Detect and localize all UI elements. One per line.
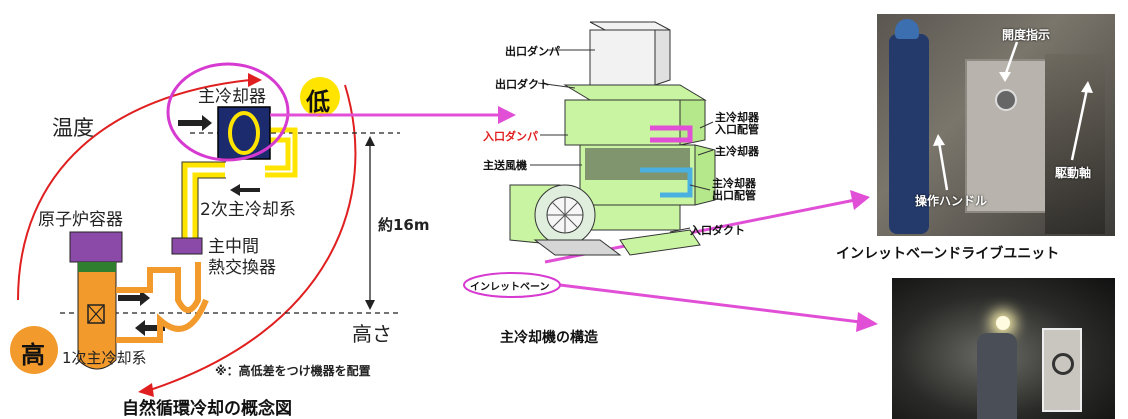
inlet-vane-wheel bbox=[1052, 353, 1074, 375]
low-badge bbox=[300, 77, 340, 117]
temperature-arc bbox=[17, 79, 251, 301]
drive-unit-panel bbox=[965, 59, 1047, 213]
concept-diagram-title: 自然循環冷却の概念図 bbox=[122, 399, 292, 419]
photo-annotation-arrows bbox=[933, 41, 1093, 191]
opening-indicator-label: 開度指示 bbox=[1002, 28, 1051, 42]
height-value-label: 約16m bbox=[378, 216, 430, 234]
high-badge bbox=[10, 326, 58, 374]
high-label: 高 bbox=[21, 341, 45, 369]
helmet-shape bbox=[895, 19, 919, 39]
inlet-damper-label: 入口ダンパ bbox=[483, 130, 538, 143]
height-arrow-top bbox=[365, 136, 375, 146]
cooler-label: 主冷却器 bbox=[715, 145, 759, 158]
connector-to-photo2-head bbox=[856, 312, 878, 332]
drive-shaft-label: 駆動軸 bbox=[1055, 166, 1092, 180]
opening-indicator-dial bbox=[995, 89, 1017, 111]
secondary-loop-pipe-outline bbox=[181, 161, 226, 250]
ihx-block bbox=[171, 237, 203, 255]
drive-unit-photo: 開度指示 操作ハンドル 駆動軸 bbox=[877, 14, 1115, 236]
temperature-arc-arrowhead bbox=[248, 73, 262, 87]
reactor-core-cross bbox=[87, 304, 105, 324]
main-cooler-coil bbox=[228, 111, 260, 155]
operation-handle-label: 操作ハンドル bbox=[915, 194, 988, 208]
connector-to-photo1-head bbox=[850, 190, 870, 210]
low-label: 低 bbox=[306, 88, 330, 116]
secondary-loop-pipe bbox=[182, 127, 298, 248]
reactor-band bbox=[78, 262, 116, 272]
flow-arrow-secondary bbox=[230, 184, 260, 196]
height-arrow-bottom bbox=[365, 300, 375, 310]
flow-arrow-primary-bottom bbox=[135, 320, 165, 336]
outlet-damper-label: 出口ダンパ bbox=[505, 45, 560, 58]
connector-to-structure-head bbox=[498, 106, 516, 124]
note-label: ※：高低差をつけ機器を配置 bbox=[215, 364, 371, 378]
primary-loop-pipe bbox=[116, 262, 209, 343]
connector-to-photo2 bbox=[559, 283, 861, 324]
primary-loop-label: 1次主冷却系 bbox=[62, 349, 147, 367]
height-arc-arrowhead bbox=[138, 383, 154, 397]
secondary-loop-label: 2次主冷却系 bbox=[200, 200, 296, 220]
flow-arrow-primary-top bbox=[118, 290, 150, 306]
worker-figure-2 bbox=[977, 333, 1017, 419]
inlet-vane-photo bbox=[892, 278, 1115, 419]
reactor-label: 原子炉容器 bbox=[38, 210, 123, 230]
outlet-duct-label: 出口ダクト bbox=[495, 78, 550, 91]
cooler-structure-illustration bbox=[509, 21, 716, 256]
structure-leaders bbox=[530, 49, 714, 233]
inlet-vane-label: インレットベーン bbox=[470, 282, 550, 293]
main-blower-label: 主送風機 bbox=[483, 159, 527, 172]
ihx-label: 主中間 熱交換器 bbox=[208, 237, 276, 278]
temperature-label: 温度 bbox=[52, 116, 94, 140]
drive-unit-caption: インレットベーンドライブユニット bbox=[836, 246, 1060, 262]
main-cooler-highlight-circle bbox=[166, 62, 290, 162]
cooler-outlet-pipe-label: 主冷却器 出口配管 bbox=[712, 177, 756, 202]
flow-arrow-cooler bbox=[178, 115, 212, 131]
reactor-top-block bbox=[69, 231, 123, 263]
inlet-duct-label: 入口ダクト bbox=[690, 224, 745, 237]
inlet-vane-highlight bbox=[463, 272, 561, 298]
worker-figure bbox=[889, 34, 929, 234]
structure-caption: 主冷却機の構造 bbox=[500, 330, 598, 346]
headlamp-glow bbox=[996, 316, 1010, 330]
height-label: 高さ bbox=[352, 322, 392, 346]
cooler-inlet-pipe-label: 主冷却器 入口配管 bbox=[715, 111, 759, 136]
main-cooler-label: 主冷却器 bbox=[198, 87, 266, 107]
